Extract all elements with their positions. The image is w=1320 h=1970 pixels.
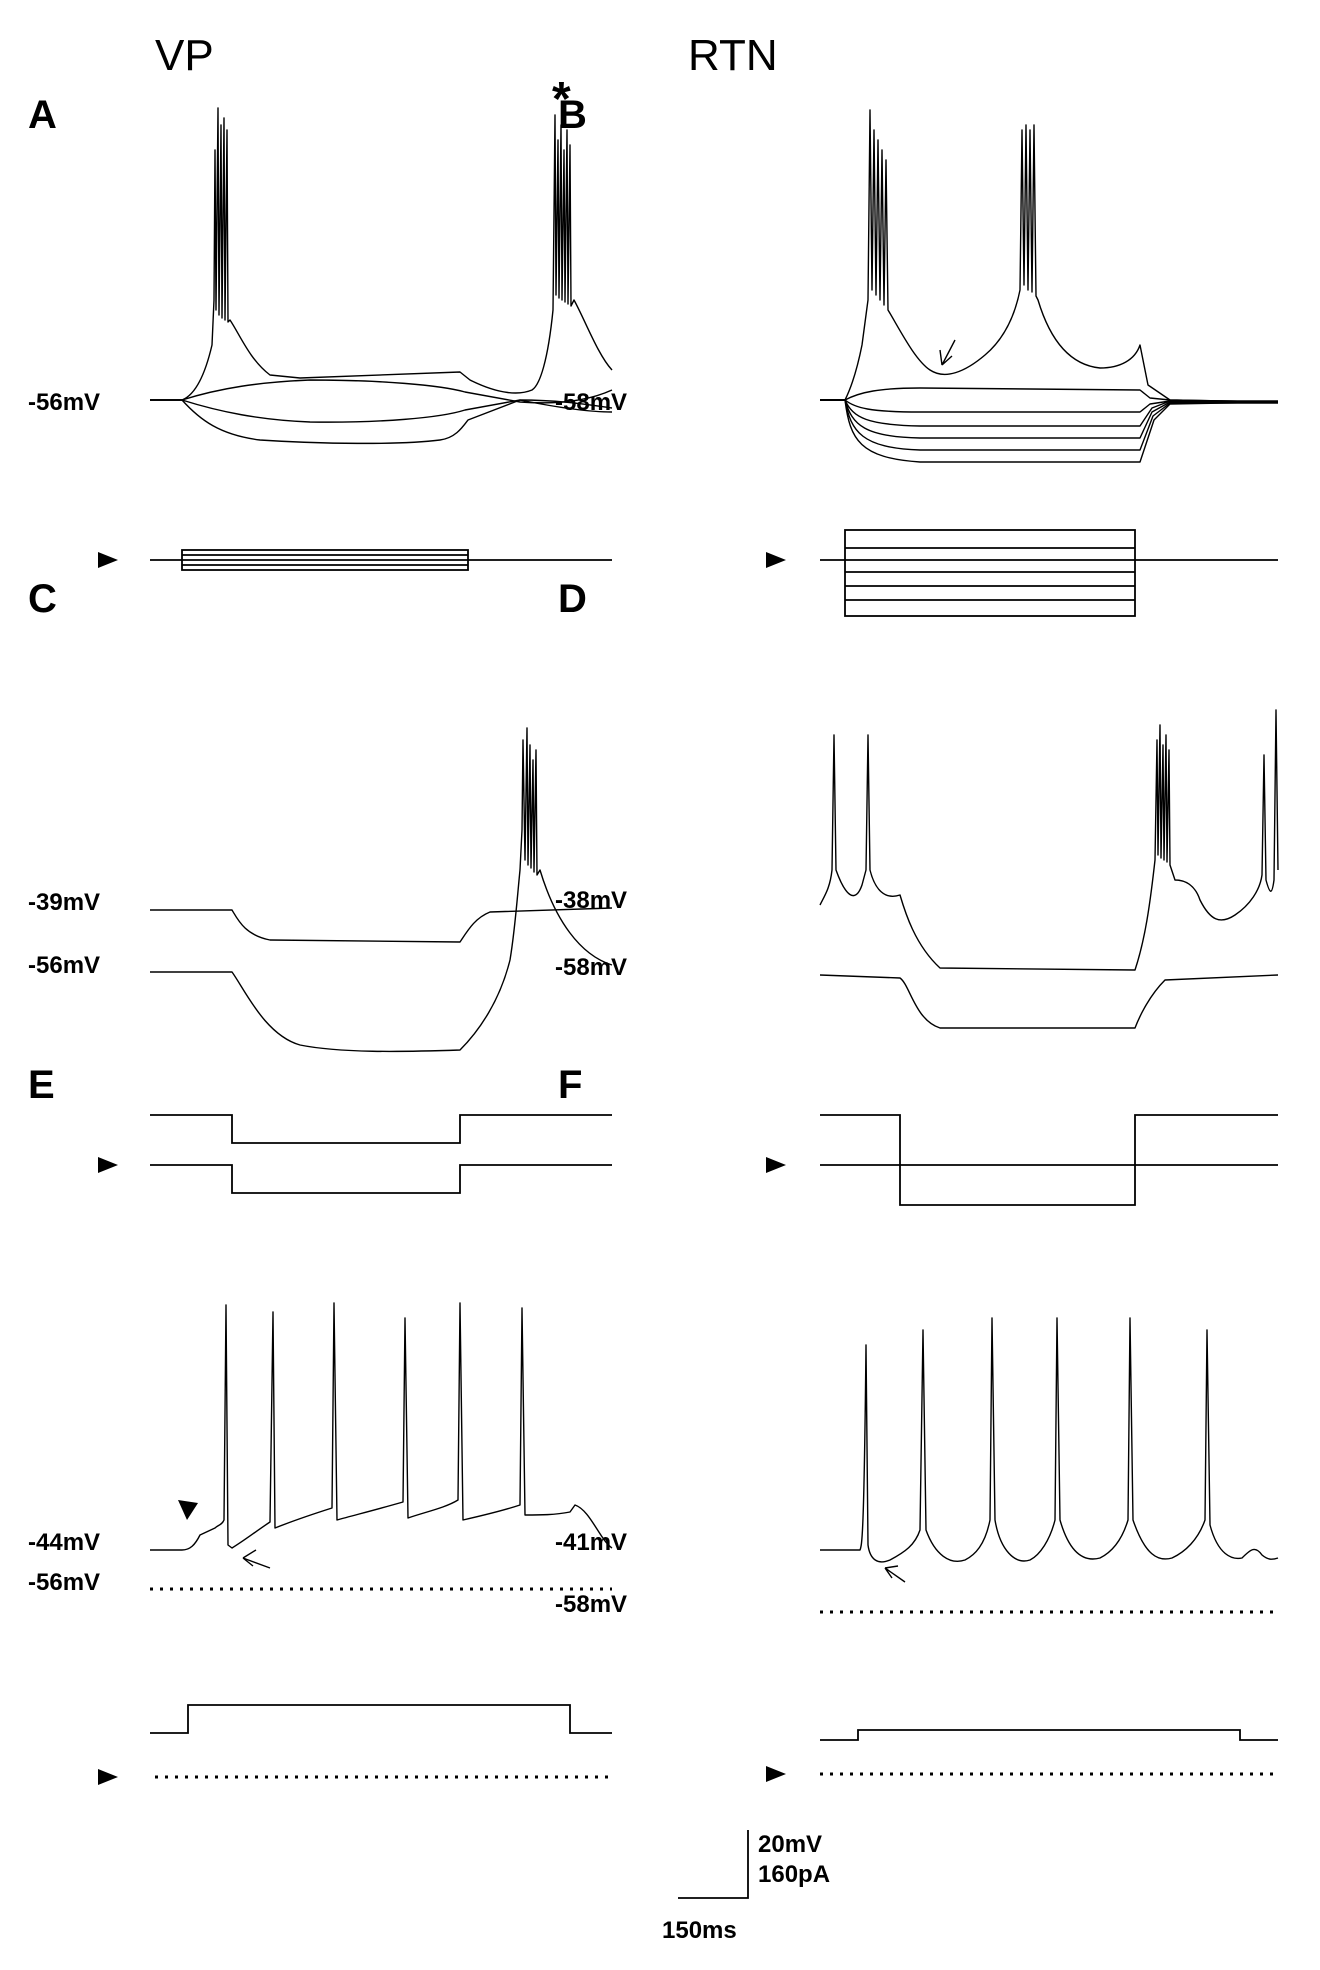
panel-label-a: A — [28, 93, 57, 137]
panel-f-current-steps — [766, 1729, 1278, 1782]
trace-b-step-5 — [820, 399, 1279, 463]
scale-bar-lines — [678, 1830, 749, 1899]
potential-label-a: -56mV — [28, 389, 100, 416]
panel-b-current-steps — [766, 529, 1278, 617]
cmd-c-lower — [150, 1164, 612, 1194]
panel-a-current-steps — [98, 549, 612, 571]
trace-a-hyperpolarization — [150, 399, 613, 445]
trace-b-burst — [820, 109, 1279, 403]
panel-a-voltage-traces — [150, 107, 613, 445]
scale-label-time: 150ms — [662, 1917, 737, 1944]
arrowhead-e — [178, 1500, 198, 1520]
panel-label-f: F — [558, 1063, 582, 1107]
cmd-e-step — [150, 1704, 612, 1734]
cmd-a-step-outer — [181, 549, 469, 571]
panel-label-b: B — [558, 93, 587, 137]
panel-b-voltage-traces — [820, 109, 1279, 463]
trace-f-arrow — [884, 1565, 906, 1583]
trace-a-depolarizing — [150, 107, 613, 401]
scale-label-voltage: 20mV — [758, 1831, 822, 1858]
panel-f-voltage-traces — [820, 1317, 1279, 1614]
trace-d-lower — [819, 974, 1279, 1029]
trace-a-slight-hyperpolarization — [150, 399, 613, 423]
panel-e-current-steps — [98, 1704, 612, 1785]
panel-label-c: C — [28, 577, 57, 621]
trace-b-step-3 — [820, 399, 1278, 439]
trace-e-arrow — [242, 1549, 271, 1569]
trace-b-step-4 — [820, 399, 1278, 451]
potential-label-e-upper: -44mV — [28, 1529, 100, 1556]
trace-b-arrow — [939, 339, 956, 366]
trace-c-upper — [150, 907, 613, 943]
panel-c-current-steps — [98, 1114, 612, 1194]
panel-e-voltage-traces — [150, 1302, 613, 1591]
trace-e-tonic-firing — [150, 1302, 613, 1551]
column-header-vp: VP — [155, 31, 214, 80]
panel-d-current-steps — [766, 1114, 1278, 1206]
command-arrowhead-f — [766, 1766, 786, 1782]
cmd-d-upper — [820, 1114, 1278, 1166]
panel-label-e: E — [28, 1063, 55, 1107]
trace-d-upper — [819, 709, 1279, 971]
column-header-rtn: RTN — [688, 31, 778, 80]
potential-label-e-lower: -56mV — [28, 1569, 100, 1596]
command-arrowhead-e — [98, 1769, 118, 1785]
trace-b-step-1 — [820, 399, 1279, 413]
command-arrowhead-c — [98, 1157, 118, 1173]
scale-bar: 20mV 160pA 150ms — [662, 1830, 830, 1944]
panel-label-d: D — [558, 577, 587, 621]
cmd-d-lower — [820, 1164, 1278, 1206]
panel-d-voltage-traces — [819, 709, 1279, 1029]
cmd-c-upper — [150, 1114, 612, 1144]
command-arrowhead-b — [766, 552, 786, 568]
trace-c-lower — [150, 727, 613, 1053]
potential-label-c-upper: -39mV — [28, 889, 100, 916]
cmd-f-step — [820, 1729, 1278, 1741]
trace-a-slight-depolarization — [150, 379, 613, 404]
potential-label-f-upper: -41mV — [555, 1529, 627, 1556]
potential-label-f-lower: -58mV — [555, 1591, 627, 1618]
command-arrowhead-d — [766, 1157, 786, 1173]
trace-f-tonic-firing — [820, 1317, 1279, 1563]
trace-b-step-2 — [820, 399, 1278, 427]
panel-c-voltage-traces — [150, 727, 613, 1053]
potential-label-d-lower: -58mV — [555, 954, 627, 981]
command-arrowhead-a — [98, 552, 118, 568]
potential-label-c-lower: -56mV — [28, 952, 100, 979]
scale-label-current: 160pA — [758, 1861, 830, 1888]
trace-b-step-0 — [820, 387, 1279, 403]
asterisk-marker: * — [552, 73, 571, 126]
cmd-b-step-outer — [844, 529, 1136, 617]
